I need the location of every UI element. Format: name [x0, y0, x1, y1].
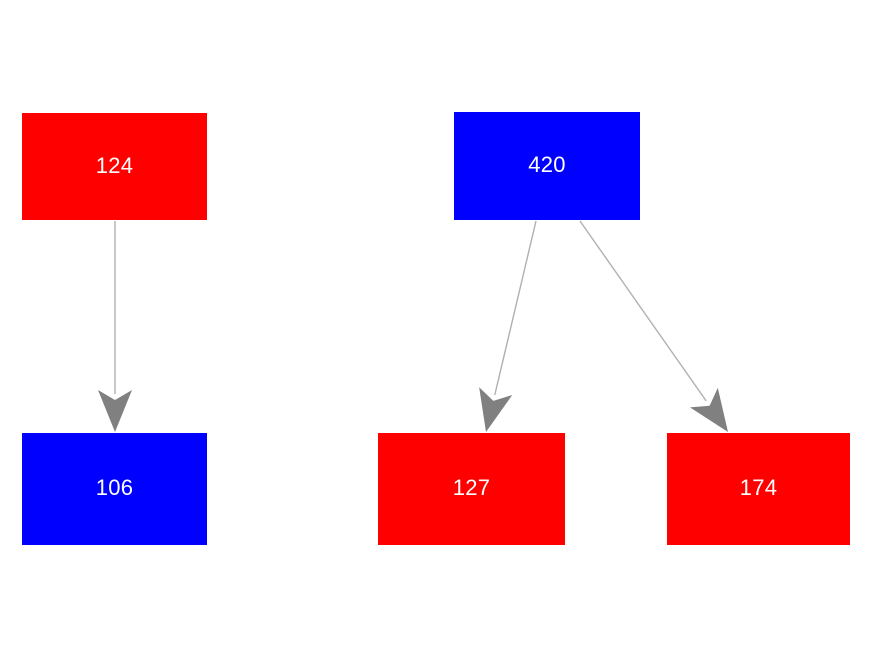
graph-node-174[interactable]: 174 [667, 433, 850, 545]
node-label: 174 [739, 475, 778, 500]
node-label: 106 [95, 475, 134, 500]
node-label: 124 [95, 152, 134, 178]
graph-node-124[interactable]: 124 [22, 113, 207, 220]
arrowhead-420-174 [689, 387, 728, 432]
graph-node-127[interactable]: 127 [378, 433, 565, 545]
node-label: 127 [452, 475, 491, 500]
graph-node-106[interactable]: 106 [22, 433, 207, 545]
graph-node-420[interactable]: 420 [454, 112, 640, 220]
arrowhead-124-106 [98, 390, 132, 432]
arrowhead-420-127 [479, 387, 513, 432]
edge-line-420-127 [494, 220, 537, 396]
edge-line-420-174 [579, 220, 707, 402]
node-label: 420 [528, 152, 566, 177]
